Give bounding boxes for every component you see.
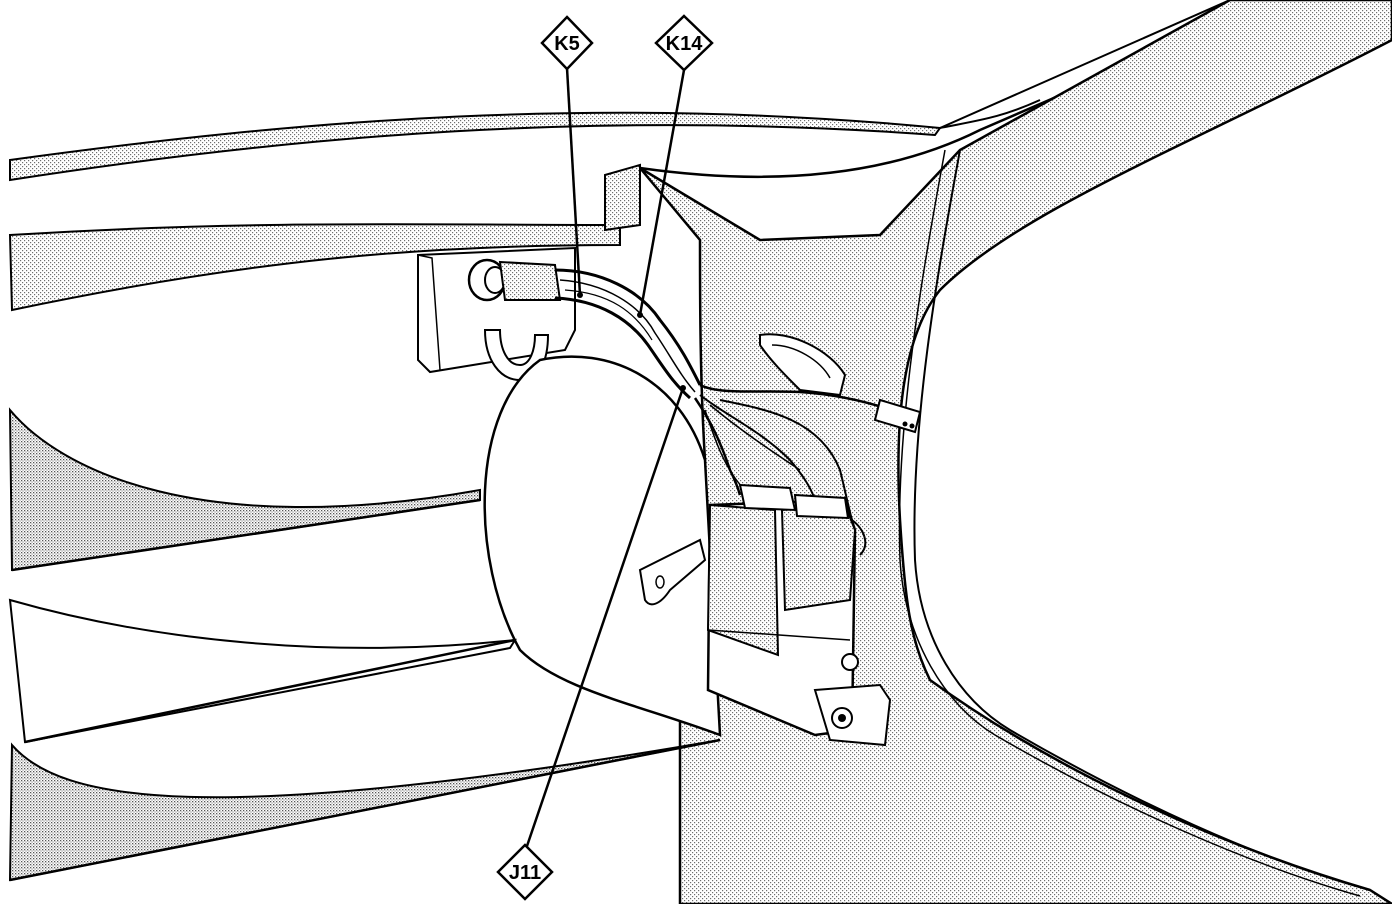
wheel-arch-housing: [483, 355, 722, 737]
k5-leader-line: [565, 67, 582, 296]
k14-label: K14: [666, 33, 704, 55]
k5-label: K5: [554, 33, 580, 55]
k5-diamond-marker: [540, 15, 594, 71]
k14-leader-line: [638, 69, 686, 316]
j11-label: J11: [509, 862, 541, 884]
callout-j11: J11: [496, 843, 554, 901]
callout-target-marks: [577, 292, 686, 391]
upper-rail-panel: [9, 111, 942, 182]
side-connector: [873, 398, 922, 434]
left-door-panels: [8, 407, 721, 882]
j11-diamond-marker: [496, 843, 554, 901]
callout-k5: K5: [540, 15, 594, 71]
callout-leaders: [525, 67, 686, 847]
k14-diamond-marker: [654, 14, 714, 72]
rear-quarter-pillar: [639, 0, 1392, 904]
control-module: [706, 483, 892, 747]
upper-trim-panel: [8, 163, 641, 312]
window-frame: [639, 0, 1281, 179]
harness-clip: [759, 333, 847, 397]
j11-leader-line: [525, 387, 685, 847]
callout-k14: K14: [654, 14, 714, 72]
harness-grommet-connector: [467, 258, 562, 302]
module-bracket-strap: [638, 538, 707, 606]
